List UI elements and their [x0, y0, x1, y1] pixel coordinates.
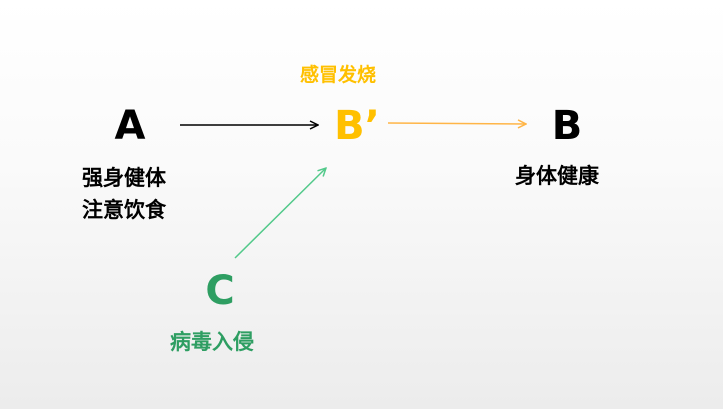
node-bprime: B’ — [334, 103, 380, 149]
node-a-label-2: 注意饮食 — [82, 198, 166, 222]
node-a-label-1: 强身健体 — [82, 166, 166, 190]
node-b-label: 身体健康 — [515, 164, 599, 188]
arrow-c-to-bprime — [234, 168, 326, 259]
arrow-bprime-to-b — [387, 123, 526, 124]
node-bprime-label: 感冒发烧 — [300, 64, 377, 86]
node-c: C — [205, 268, 235, 314]
node-c-label: 病毒入侵 — [170, 330, 254, 354]
node-a: A — [114, 103, 146, 149]
node-b: B — [551, 103, 583, 149]
